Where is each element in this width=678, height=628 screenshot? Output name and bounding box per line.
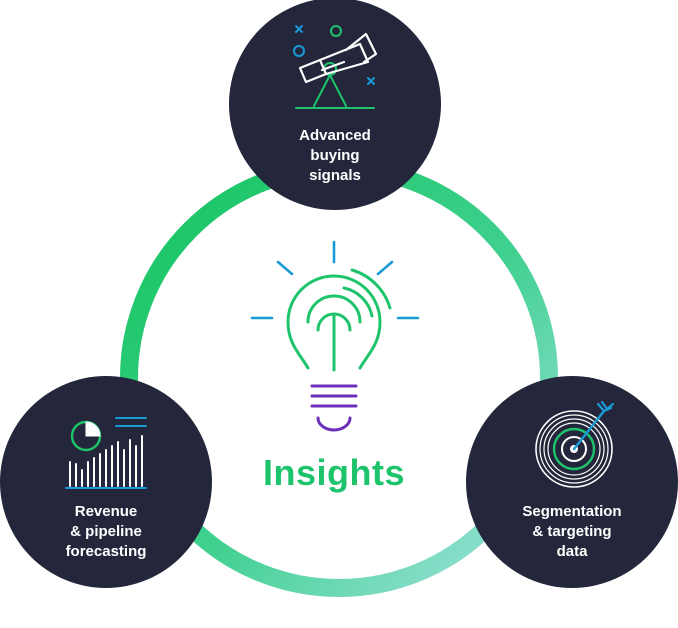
node-right-label: Segmentation & targeting data — [522, 503, 622, 560]
center-title: Insights — [262, 452, 405, 493]
telescope-icon — [293, 25, 378, 109]
bar-chart-pie-icon — [65, 417, 147, 489]
node-left-label: Revenue & pipeline forecasting — [65, 503, 147, 560]
node-top-circle — [229, 0, 441, 210]
lightbulb-icon — [250, 240, 420, 432]
target-dart-icon — [535, 400, 615, 488]
node-right-circle — [466, 376, 678, 588]
node-top-label: Advanced buying signals — [299, 127, 371, 184]
